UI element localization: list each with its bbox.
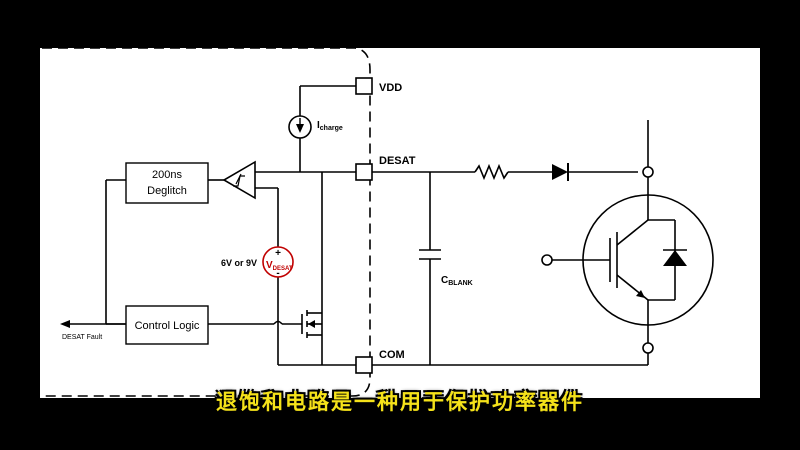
vdd-label: VDD xyxy=(379,82,402,94)
voltage-options-label: 6V or 9V xyxy=(221,258,257,268)
control-logic-box xyxy=(125,305,209,345)
desat-fault-label: DESAT Fault xyxy=(62,334,102,341)
ic-boundary xyxy=(42,47,371,397)
vdesat-source xyxy=(262,246,294,278)
com-pin xyxy=(355,356,373,374)
vdesat-label: VDESAT xyxy=(266,260,293,272)
deglitch-label-line1: 200ns xyxy=(152,169,182,181)
deglitch-label-line2: Deglitch xyxy=(147,185,187,197)
charge-current-source xyxy=(288,115,312,139)
comparator-symbol xyxy=(222,160,256,200)
current-arrow-icon xyxy=(296,124,304,133)
diode-icon xyxy=(552,164,568,180)
video-caption: 退饱和电路是一种用于保护功率器件 xyxy=(216,390,584,414)
deglitch-box xyxy=(125,162,209,204)
com-label: COM xyxy=(379,349,405,361)
desat-fault-arrow-icon xyxy=(60,320,70,328)
vdesat-minus-label: - xyxy=(276,268,279,279)
cblank-label: CBLANK xyxy=(441,275,473,287)
wiring xyxy=(42,47,714,397)
vdesat-plus-label: + xyxy=(275,248,281,259)
mosfet-arrow-icon xyxy=(308,320,315,328)
diagram-panel xyxy=(40,48,760,398)
control-logic-label: Control Logic xyxy=(135,320,200,332)
icharge-label: Icharge xyxy=(317,120,343,132)
freewheel-diode-icon xyxy=(663,250,687,266)
desat-label: DESAT xyxy=(379,155,416,167)
vdd-pin xyxy=(355,77,373,95)
desat-pin xyxy=(355,163,373,181)
igbt-emitter-arrow-icon xyxy=(636,290,645,298)
